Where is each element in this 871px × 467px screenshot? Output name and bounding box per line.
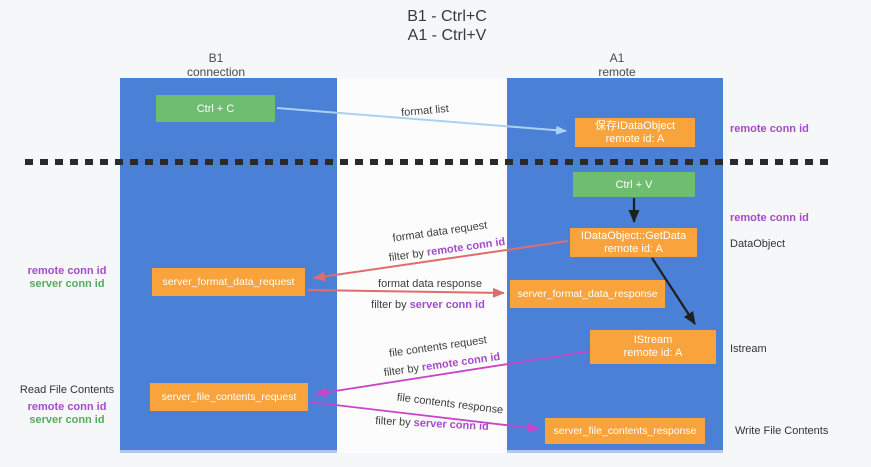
annotation-conn-ids-file: remote conn id server conn id: [12, 401, 122, 427]
session-divider-dashed-line: [25, 159, 833, 165]
node-server-file-contents-response: server_file_contents_response: [545, 418, 705, 444]
arrow-format-data-request: [313, 240, 569, 282]
between-columns-strip: [337, 78, 507, 453]
column-header-b1: B1 connection: [187, 51, 245, 79]
node-save-idataobject: 保存IDataObject remote id: A: [575, 118, 695, 147]
node-server-format-data-response: server_format_data_response: [510, 280, 665, 308]
filter-prefix: filter by: [371, 299, 407, 311]
annotation-server-conn-id: server conn id: [29, 414, 105, 426]
node-istream-title: IStream: [633, 334, 673, 346]
arrow-file-contents-request: [315, 350, 592, 398]
annotation-read-file-contents: Read File Contents: [19, 384, 115, 396]
node-getdata-title: IDataObject::GetData: [580, 229, 687, 242]
column-b1-name: B1: [208, 51, 224, 65]
annotation-remote-conn-id: remote conn id: [27, 265, 107, 277]
annotation-conn-ids-format: remote conn id server conn id: [12, 265, 122, 291]
node-save-idataobject-title: 保存IDataObject: [594, 119, 676, 132]
node-ctrl-v: Ctrl + V: [573, 172, 695, 197]
column-a1-subtitle: remote: [598, 65, 636, 79]
title-line-2: A1 - Ctrl+V: [407, 27, 487, 44]
node-istream-remote-id: remote id: A: [623, 347, 683, 359]
diagram-title: B1 - Ctrl+C A1 - Ctrl+V: [407, 7, 487, 45]
annotation-remote-conn-id-top: remote conn id: [730, 123, 809, 135]
column-header-a1: A1 remote: [598, 51, 635, 79]
annotation-remote-conn-id: remote conn id: [27, 401, 107, 413]
column-a1-name: A1: [609, 51, 625, 65]
node-idataobject-getdata: IDataObject::GetData remote id: A: [570, 228, 697, 257]
filter-server-conn-id: server conn id: [409, 299, 485, 311]
filter-prefix: filter by: [374, 415, 411, 429]
node-save-idataobject-remote-id: remote id: A: [605, 132, 665, 145]
arrow-format-list: [276, 107, 567, 135]
node-server-file-contents-request: server_file_contents_request: [150, 383, 308, 411]
title-line-1: B1 - Ctrl+C: [407, 8, 487, 25]
annotation-server-conn-id: server conn id: [29, 278, 105, 290]
arrow-file-contents-response: [309, 401, 540, 433]
annotation-remote-conn-id-mid: remote conn id: [730, 212, 809, 224]
arrow-format-data-response: [307, 287, 505, 298]
node-getdata-remote-id: remote id: A: [604, 242, 663, 255]
annotation-dataobject: DataObject: [730, 238, 786, 250]
node-ctrl-c: Ctrl + C: [156, 95, 275, 122]
arrow-getdata-to-istream: [651, 257, 696, 325]
node-istream: IStream remote id: A: [590, 330, 716, 364]
annotation-istream: Istream: [730, 343, 767, 355]
annotation-write-file-contents: Write File Contents: [735, 425, 829, 437]
label-format-data-response: format data response: [378, 278, 482, 290]
node-server-format-data-request: server_format_data_request: [152, 268, 305, 296]
column-b1-subtitle: connection: [186, 65, 246, 79]
